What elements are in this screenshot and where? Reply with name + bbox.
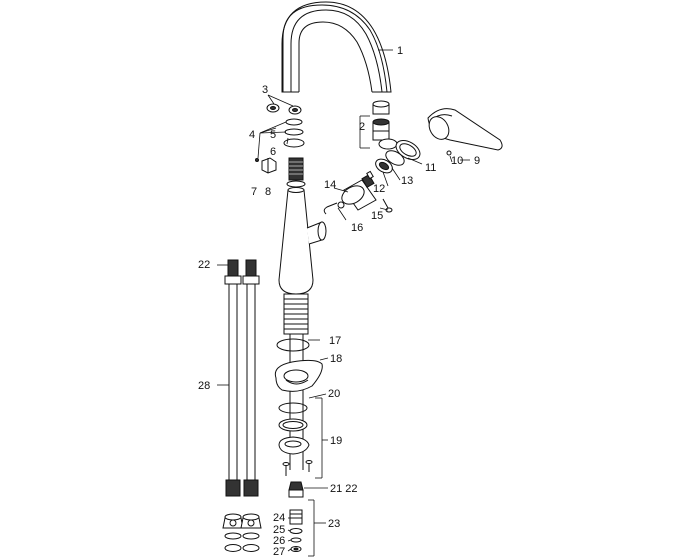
callout-14: 14 <box>324 179 336 191</box>
callout-27: 27 <box>273 546 285 558</box>
mixer-body-part <box>278 187 327 295</box>
body-thread-stud-part <box>286 157 306 188</box>
callout-26: 26 <box>273 535 285 547</box>
mounting-screws-part <box>282 460 313 476</box>
gasket-ring-part <box>276 338 310 352</box>
threaded-shank-part <box>283 293 309 470</box>
callout-13: 13 <box>401 175 413 187</box>
callout-15: 15 <box>371 210 383 222</box>
callout-18: 18 <box>330 353 342 365</box>
callout-10: 10 <box>451 155 463 167</box>
retaining-clip-part <box>323 201 345 215</box>
callout-9: 9 <box>474 155 480 167</box>
set-screw-part <box>446 150 452 156</box>
flexible-hoses-part <box>222 259 262 552</box>
callout-1: 1 <box>397 45 403 57</box>
cartridge-part <box>341 170 377 211</box>
callout-8: 8 <box>265 186 271 198</box>
washer-rings-part <box>278 402 310 455</box>
callout-24: 24 <box>273 512 285 524</box>
nuts-and-seals-part <box>255 103 305 174</box>
leader-lines <box>217 49 470 557</box>
callout-17: 17 <box>329 335 341 347</box>
spout-connector-part <box>359 100 398 150</box>
callout-19: 19 <box>330 435 342 447</box>
mounting-plate-part <box>274 359 323 392</box>
callout-22-hose: 22 <box>198 259 210 271</box>
callout-6: 6 <box>270 146 276 158</box>
callout-21-22: 21 22 <box>330 483 358 495</box>
callout-20: 20 <box>328 388 340 400</box>
callout-2: 2 <box>359 121 365 133</box>
callout-3: 3 <box>262 84 268 96</box>
callout-7: 7 <box>251 186 257 198</box>
cartridge-screw-part <box>382 198 393 213</box>
spout-part <box>281 1 392 93</box>
callout-12: 12 <box>373 183 385 195</box>
cartridge-rings-part <box>375 140 421 174</box>
callout-16: 16 <box>351 222 363 234</box>
lever-handle-part <box>427 108 503 151</box>
callout-11: 11 <box>425 162 436 174</box>
callout-25: 25 <box>273 524 285 536</box>
bottom-fittings-part <box>288 481 304 552</box>
callout-23: 23 <box>328 518 340 530</box>
callout-4: 4 <box>249 129 255 141</box>
callout-5: 5 <box>270 129 276 141</box>
callout-28: 28 <box>198 380 210 392</box>
